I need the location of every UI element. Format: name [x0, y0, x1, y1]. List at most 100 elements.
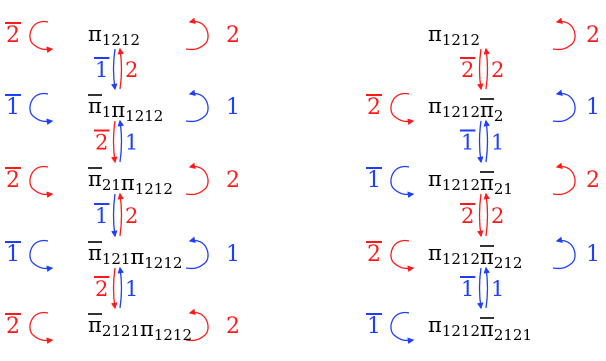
node-c0-r2-term-1-symbol: π [121, 171, 135, 195]
loop-right-c0-r3: 1 [185, 236, 240, 270]
node-c0-r3-term-0-symbol: π [88, 241, 102, 265]
node-c0-r0-term-0-index: 1212 [102, 31, 140, 49]
node-c1-r1: π1212π2 [428, 94, 503, 125]
node-c0-r2: π21π1212 [88, 167, 173, 198]
node-c1-r0-term-0-symbol: π [428, 22, 442, 46]
node-c1-r4-term-0-symbol: π [428, 313, 442, 337]
edge-c1-1-up-label: 1 [491, 131, 504, 155]
node-c1-r1-term-0-index: 1212 [442, 103, 480, 121]
loop-right-c0-r4-label: 2 [226, 314, 240, 339]
node-c1-r2-term-0-index: 1212 [442, 176, 480, 194]
loop-right-c0-r0-label-text: 2 [226, 23, 240, 48]
loop-left-c1-r1: 2 [366, 92, 415, 125]
loop-right-c0-r1-label-text: 1 [226, 95, 240, 120]
loop-right-c1-r2-label: 2 [586, 168, 600, 193]
node-c0-r3-term-1-symbol: π [130, 245, 144, 269]
node-c1-r4-term-1-index: 2121 [494, 326, 532, 344]
loop-right-c1-r3-arc [552, 236, 576, 270]
node-c1-r0: π1212 [428, 22, 480, 49]
edge-c0-2-up-label-text: 2 [125, 204, 138, 228]
loop-right-c1-r0-label-text: 2 [586, 23, 600, 48]
node-c1-r3-term-0-symbol: π [428, 241, 442, 265]
edge-c1-2-up-label-text: 2 [491, 204, 504, 228]
node-c0-r1: π1π1212 [88, 94, 163, 125]
node-c0-r2-term-1-index: 1212 [135, 180, 173, 198]
node-c1-r1-term-1-index: 2 [494, 107, 504, 125]
edge-c0-3-up-label: 1 [125, 277, 138, 301]
node-c1-r2: π1212π21 [428, 167, 513, 198]
loop-right-c0-r3-arc [185, 236, 209, 270]
node-c0-r4-term-0-index: 2121 [102, 322, 140, 340]
node-c0-r1-term-1-symbol: π [111, 98, 125, 122]
loop-left-c1-r1-arc [390, 92, 415, 125]
loop-left-c1-r3-label-text: 2 [367, 242, 381, 267]
edge-c1-0-up-label-text: 2 [491, 58, 504, 82]
node-c1-r2-term-1-index: 21 [494, 180, 513, 198]
edge-c0-2-down-label: 1 [94, 203, 110, 228]
loop-left-c1-r4-arc [390, 311, 415, 344]
loop-left-c1-r4: 1 [366, 311, 415, 344]
node-c1-r1-label: π1212π2 [428, 94, 503, 125]
node-c1-r3-term-1-index: 212 [494, 254, 523, 272]
loop-right-c0-r0-label: 2 [226, 23, 240, 48]
node-c0-r4: π2121π1212 [88, 313, 192, 344]
edge-c0-2-down-arrow [111, 193, 118, 238]
node-c1-r4-term-0-index: 1212 [442, 322, 480, 340]
loop-right-c0-r2-arc [185, 162, 209, 196]
node-c0-r1-label: π1π1212 [88, 94, 163, 125]
edge-c1-3-up-label-text: 1 [491, 277, 504, 301]
edge-c1-1-down-arrow [477, 120, 484, 164]
edge-c1-1-up-arrow [483, 119, 490, 163]
node-c1-r1-term-1-symbol: π [480, 98, 494, 122]
loop-right-c1-r3-label: 1 [586, 242, 600, 267]
edge-c1-0-up-arrow [483, 47, 490, 90]
edge-c0-0-down-label: 1 [94, 57, 110, 82]
loop-right-c0-r2: 2 [185, 162, 240, 196]
node-c1-r4-term-1-symbol: π [480, 317, 494, 341]
node-c1-r3-label: π1212π212 [428, 241, 522, 272]
loop-right-c0-r1-label: 1 [226, 95, 240, 120]
loop-left-c0-r0-label-text: 2 [6, 23, 20, 48]
node-c0-r1-term-0-symbol: π [88, 94, 102, 118]
edge-c0-0-up-arrow [117, 47, 124, 90]
node-c0-r0-label: π1212 [88, 22, 140, 49]
loop-left-c1-r2-label: 1 [366, 167, 382, 193]
loop-left-c0-r1-label-text: 1 [6, 95, 20, 120]
loop-left-c0-r1: 1 [5, 92, 54, 125]
edge-c1-3-down-label-text: 1 [461, 277, 474, 301]
edge-c1-1-up-label-text: 1 [491, 131, 504, 155]
edge-c0-1-down-arrow [111, 120, 118, 164]
edge-c1-1-down-label: 1 [460, 129, 476, 155]
edge-c0-1-down-label-text: 2 [95, 131, 108, 155]
edge-c1-2-up-label: 2 [491, 204, 504, 228]
loop-left-c0-r3-label-text: 1 [6, 242, 20, 267]
edge-c1-3-down-label: 1 [460, 276, 476, 301]
loop-right-c0-r0: 2 [185, 17, 240, 51]
node-c0-r4-label: π2121π1212 [88, 313, 192, 344]
node-c1-r3-term-0-index: 1212 [442, 250, 480, 268]
loop-left-c1-r3: 2 [366, 239, 415, 272]
loop-right-c1-r1-label: 1 [586, 95, 600, 120]
node-c1-r2-term-1-symbol: π [480, 171, 494, 195]
loop-left-c0-r0-arc [29, 20, 54, 53]
loop-left-c0-r1-arc [29, 92, 54, 125]
edge-c0-0-down-label-text: 1 [95, 58, 108, 82]
node-c1-r0-term-0-index: 1212 [442, 31, 480, 49]
loop-left-c0-r3-arc [29, 239, 54, 272]
loop-left-c1-r2-arc [390, 165, 415, 198]
edge-c0-1-up-arrow [117, 119, 124, 163]
loop-right-c1-r1-label-text: 1 [586, 95, 600, 120]
loop-right-c0-r2-label-text: 2 [226, 168, 240, 193]
node-c0-r3-term-1-index: 1212 [144, 254, 182, 272]
node-c0-r1-term-1-index: 1212 [125, 107, 163, 125]
node-c1-r4: π1212π2121 [428, 313, 532, 344]
edge-c1-3-up-label: 1 [491, 277, 504, 301]
node-c1-r4-label: π1212π2121 [428, 313, 532, 344]
loop-left-c1-r1-label-text: 2 [367, 95, 381, 120]
